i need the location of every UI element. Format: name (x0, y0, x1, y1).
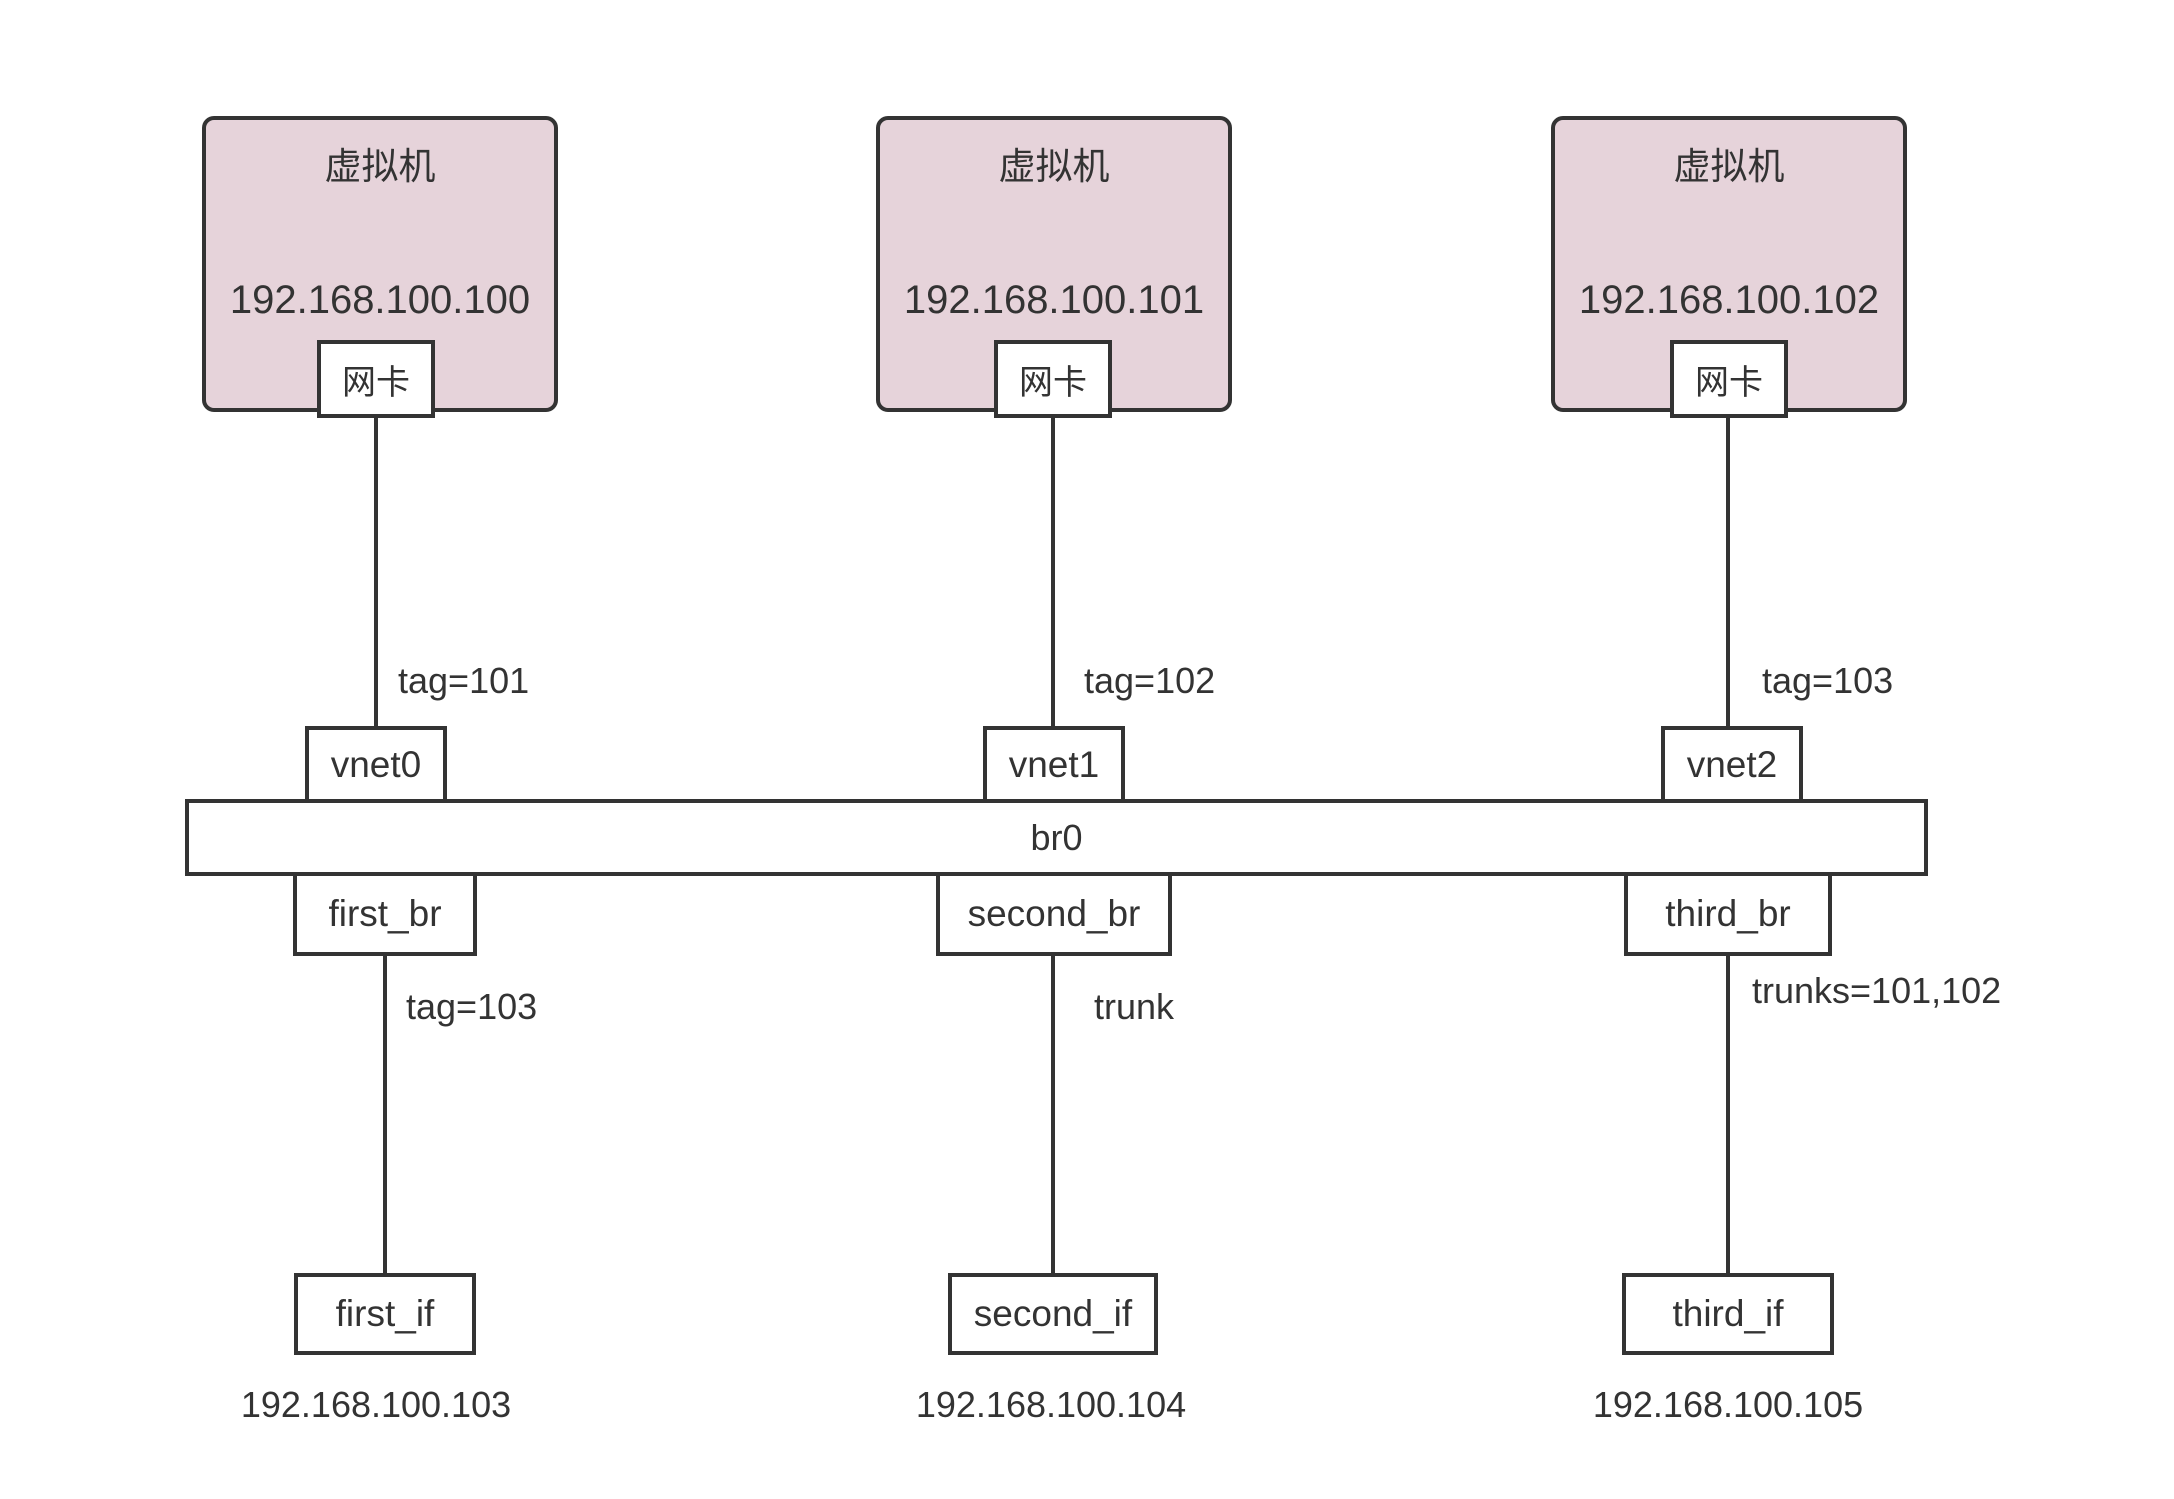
second-if-label: second_if (973, 1293, 1133, 1334)
first-br-label: first_br (328, 893, 442, 934)
first-if-box: first_if (294, 1273, 476, 1355)
third-if-box: third_if (1622, 1273, 1834, 1355)
vnet0-box: vnet0 (305, 726, 447, 803)
third-br-label: third_br (1665, 893, 1791, 934)
vm-title: 虚拟机 (998, 146, 1110, 187)
tag-label-vnet2: tag=103 (1762, 660, 1894, 701)
trunks-label-third-br: trunks=101,102 (1752, 970, 2002, 1011)
vm-title: 虚拟机 (324, 146, 436, 187)
second-if-ip-label: 192.168.100.104 (915, 1384, 1187, 1425)
first-if-ip-label: 192.168.100.103 (240, 1384, 512, 1425)
link-line-nic-vnet1 (1051, 415, 1055, 726)
tag-label-first-br: tag=103 (406, 986, 538, 1027)
trunk-label-second-br: trunk (1094, 986, 1175, 1027)
link-line-nic-vnet0 (374, 415, 378, 726)
vnet2-box: vnet2 (1661, 726, 1803, 803)
third-if-ip-label: 192.168.100.105 (1592, 1384, 1864, 1425)
bridge-label: br0 (1030, 816, 1083, 858)
tag-label-vnet1: tag=102 (1084, 660, 1216, 701)
second-br-label: second_br (967, 893, 1141, 934)
vnet2-label: vnet2 (1686, 743, 1778, 785)
vm-ip-label: 192.168.100.101 (903, 278, 1205, 322)
nic-box-1: 网卡 (317, 340, 435, 418)
second-br-box: second_br (936, 872, 1172, 956)
nic-box-2: 网卡 (994, 340, 1112, 418)
third-br-box: third_br (1624, 872, 1832, 956)
link-line-secondbr-secondif (1051, 956, 1055, 1273)
nic-box-3: 网卡 (1670, 340, 1788, 418)
vnet0-label: vnet0 (330, 743, 422, 785)
vnet1-label: vnet1 (1008, 743, 1100, 785)
link-line-thirdbr-thirdif (1726, 956, 1730, 1273)
link-line-firstbr-firstif (383, 956, 387, 1273)
first-br-box: first_br (293, 872, 477, 956)
vnet1-box: vnet1 (983, 726, 1125, 803)
vm-ip-label: 192.168.100.102 (1578, 278, 1880, 322)
link-line-nic-vnet2 (1726, 415, 1730, 726)
second-if-box: second_if (948, 1273, 1158, 1355)
first-if-label: first_if (335, 1293, 435, 1334)
nic-label: 网卡 (342, 363, 410, 402)
tag-label-vnet0: tag=101 (398, 660, 530, 701)
third-if-label: third_if (1672, 1293, 1784, 1334)
nic-label: 网卡 (1695, 363, 1763, 402)
nic-label: 网卡 (1019, 363, 1087, 402)
bridge-bar-br0: br0 (185, 799, 1928, 876)
vm-title: 虚拟机 (1673, 146, 1785, 187)
vm-ip-label: 192.168.100.100 (229, 278, 531, 322)
